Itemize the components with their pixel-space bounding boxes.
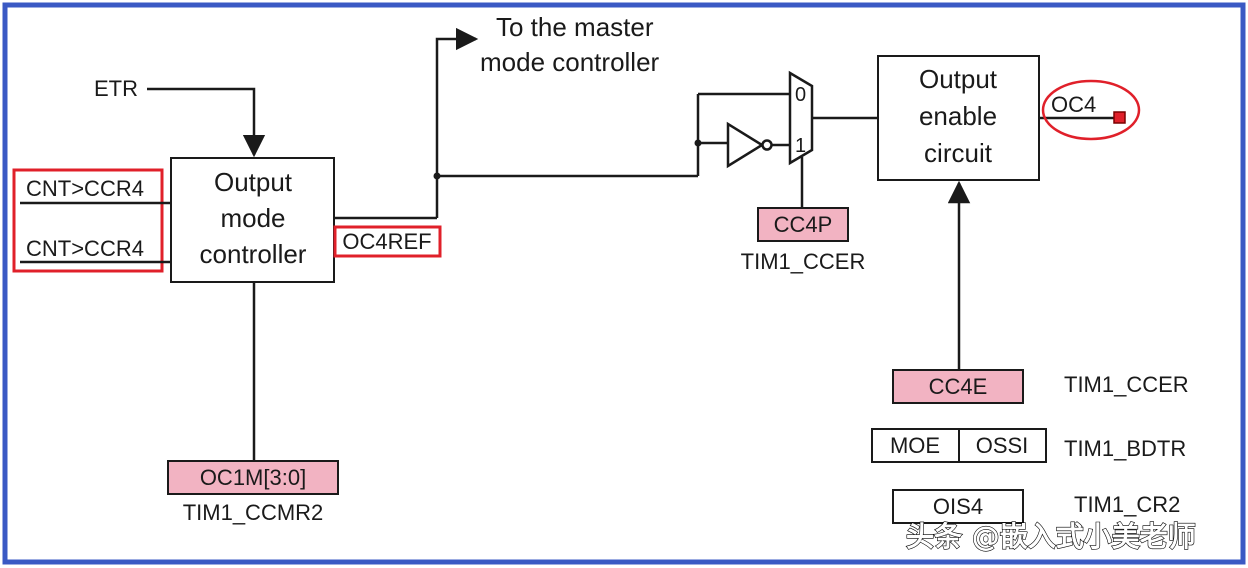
cnt-input-a-label: CNT>CCR4 — [26, 176, 144, 201]
oc1m-register — [167, 460, 339, 495]
cc4e-label: CC4E — [929, 374, 988, 399]
mux-in0-label: 0 — [795, 84, 806, 106]
oc4-highlight — [1041, 79, 1141, 141]
oc1m-label: OC1M[3:0] — [200, 465, 306, 490]
cnt-inputs-highlight — [12, 168, 164, 273]
ois4-label: OIS4 — [933, 494, 983, 519]
oc4ref-highlight — [333, 225, 442, 258]
tim1-ccer-top-label: TIM1_CCER — [741, 249, 866, 274]
output-enable-line1: Output — [919, 64, 998, 94]
cc4p-label: CC4P — [774, 212, 833, 237]
tim1-ccmr2-label: TIM1_CCMR2 — [183, 500, 324, 525]
oc4-pin — [1113, 111, 1126, 124]
ossi-label: OSSI — [976, 433, 1029, 458]
master-wire — [435, 27, 479, 218]
ois4-register — [892, 489, 1024, 524]
tim1-ccer-label: TIM1_CCER — [1064, 372, 1189, 397]
output-mode-controller-line3: controller — [200, 239, 307, 269]
output-enable-box — [877, 55, 1040, 181]
output-enable-line2: enable — [919, 101, 997, 131]
mux-trapezoid — [788, 70, 814, 166]
output-mode-controller-box — [170, 157, 335, 283]
master-line2: mode controller — [480, 47, 660, 77]
ossi-register — [958, 428, 1047, 463]
tim1-cr2-label: TIM1_CR2 — [1074, 492, 1180, 517]
cnt-input-b-label: CNT>CCR4 — [26, 236, 144, 261]
oc4ref-label: OC4REF — [342, 229, 431, 254]
cc4p-register — [757, 207, 849, 242]
watermark-text: 头条 @嵌入式小美老师 — [906, 520, 1196, 553]
etr-label: ETR — [94, 76, 138, 101]
inverter-bubble — [761, 139, 773, 151]
tim1-bdtr-label: TIM1_BDTR — [1064, 436, 1186, 461]
oc4-label: OC4 — [1051, 92, 1096, 117]
mux-in1-label: 1 — [795, 135, 806, 157]
output-mode-controller-line1: Output — [214, 167, 293, 197]
moe-label: MOE — [890, 433, 940, 458]
cc4e-register — [892, 369, 1024, 404]
master-line1: To the master — [496, 12, 654, 42]
etr-wire — [147, 87, 266, 158]
inverter-gate — [726, 121, 765, 169]
output-enable-line3: circuit — [924, 138, 993, 168]
output-mode-controller-line2: mode — [220, 203, 285, 233]
